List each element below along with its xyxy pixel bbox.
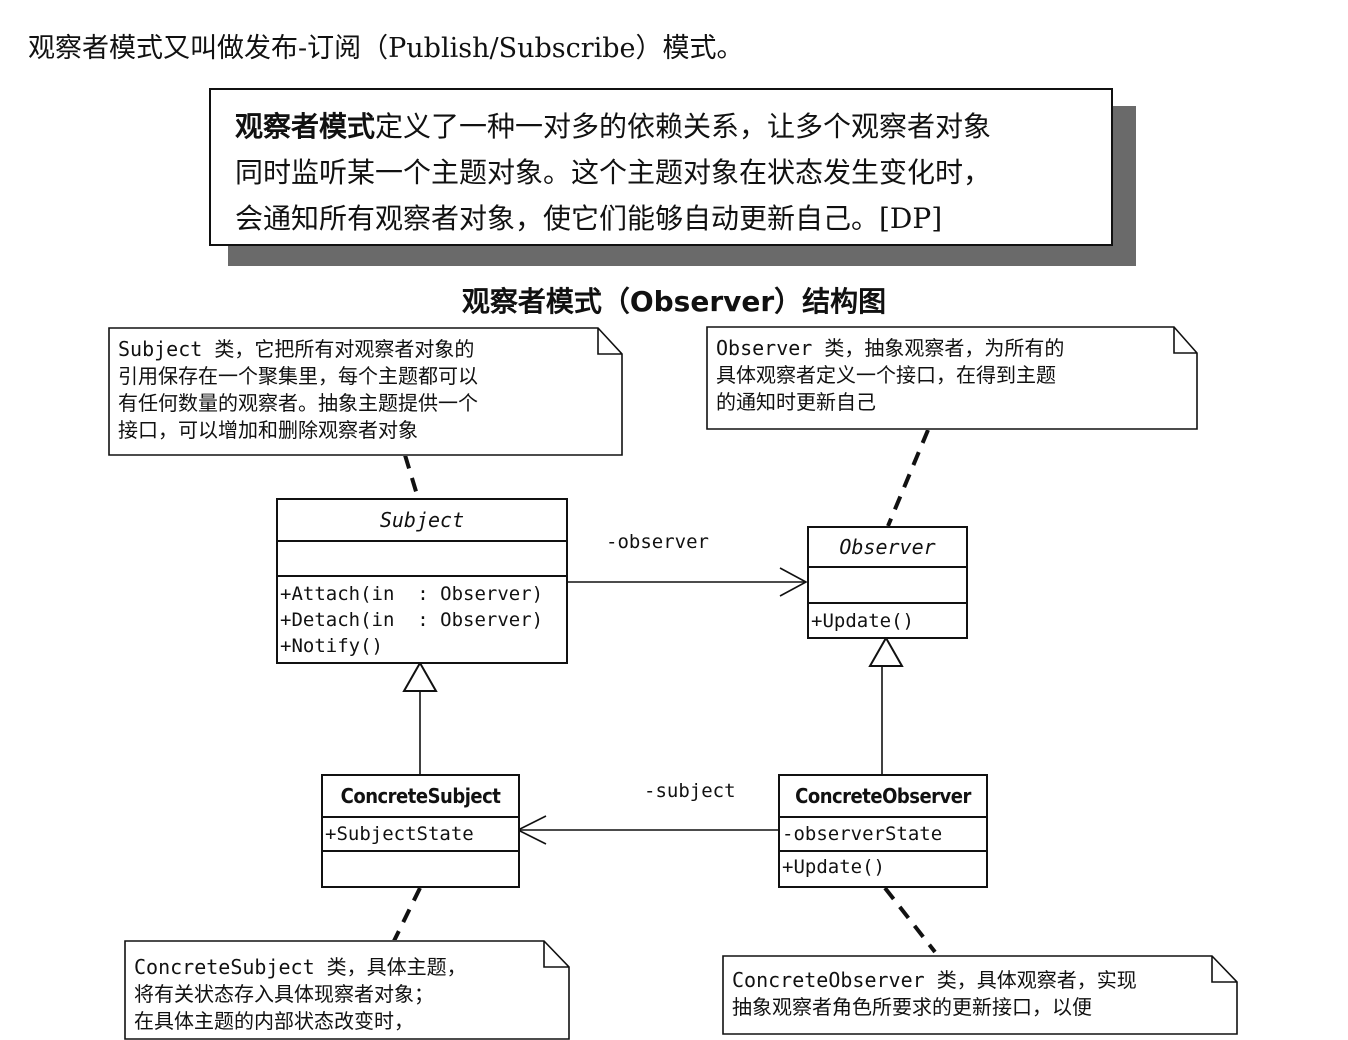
concrete-subject-class-name: ConcreteSubject (323, 776, 518, 818)
observer-note: Observer 类，抽象观察者，为所有的 具体观察者定义一个接口，在得到主题 … (706, 326, 1198, 430)
association-arrowhead-observer (779, 567, 808, 597)
association-label-subject: -subject (644, 780, 736, 802)
inheritance-triangle-subject (402, 660, 438, 692)
subject-operation: +Notify() (280, 635, 383, 657)
subject-note: Subject 类，它把所有对观察者对象的 引用保存在一个聚集里，每个主题都可以… (108, 327, 623, 456)
note-frame (108, 327, 623, 456)
observer-operation: +Update() (811, 610, 914, 632)
observer-note-line: 具体观察者定义一个接口，在得到主题 (716, 363, 1056, 387)
subject-note-line: 引用保存在一个聚集里，每个主题都可以 (118, 364, 478, 388)
subject-note-line: 有任何数量的观察者。抽象主题提供一个 (118, 391, 478, 415)
subject-operation: +Detach(in : Observer) (280, 609, 544, 631)
diagram-title: 观察者模式（Observer）结构图 (461, 285, 887, 318)
observer-note-anchor (886, 429, 930, 527)
concrete-observer-attribute: -observerState (782, 823, 943, 845)
concrete-subject-note-line: ConcreteSubject 类，具体主题， (134, 955, 467, 979)
subject-class-name: Subject (278, 500, 566, 542)
observer-note-line: 的通知时更新自己 (716, 390, 876, 414)
definition-line-2: 同时监听某一个主题对象。这个主题对象在状态发生变化时， (235, 156, 992, 189)
subject-note-line: Subject 类，它把所有对观察者对象的 (118, 337, 475, 361)
concrete-subject-note: ConcreteSubject 类，具体主题， 将有关状态存入具体现察者对象； … (124, 940, 570, 1040)
definition-term: 观察者模式 (235, 110, 376, 143)
inheritance-triangle-observer (868, 635, 904, 667)
concrete-subject-note-anchor (390, 887, 422, 946)
definition-line-3: 会通知所有观察者对象，使它们能够自动更新自己。[DP] (235, 202, 943, 235)
subject-operation: +Attach(in : Observer) (280, 583, 544, 605)
subject-note-anchor (403, 454, 420, 499)
association-arrowhead-subject (516, 815, 547, 845)
observer-class-name: Observer (809, 528, 966, 568)
concrete-subject-attribute: +SubjectState (325, 823, 474, 845)
definition-line-1-rest: 定义了一种一对多的依赖关系，让多个观察者对象 (375, 110, 992, 143)
observer-note-line: Observer 类，抽象观察者，为所有的 (716, 336, 1065, 360)
concrete-observer-operation: +Update() (782, 856, 885, 878)
concrete-observer-class-name: ConcreteObserver (780, 776, 986, 818)
note-frame (706, 326, 1198, 430)
subject-class: Subject +Attach(in : Observer) +Detach(i… (276, 498, 568, 664)
intro-text: 观察者模式又叫做发布-订阅（Publish/Subscribe）模式。 (28, 33, 744, 64)
subject-class-attributes (278, 542, 566, 577)
concrete-observer-note-anchor (883, 886, 937, 954)
concrete-observer-note-line: ConcreteObserver 类，具体观察者，实现 (732, 968, 1137, 992)
concrete-observer-class-attributes: -observerState (780, 818, 986, 852)
concrete-observer-note: ConcreteObserver 类，具体观察者，实现 抽象观察者角色所要求的更… (722, 955, 1238, 1035)
observer-class-operations: +Update() (809, 604, 966, 634)
concrete-observer-note-line: 抽象观察者角色所要求的更新接口，以便 (732, 995, 1092, 1019)
concrete-subject-class: ConcreteSubject +SubjectState (321, 774, 520, 888)
subject-class-operations: +Attach(in : Observer) +Detach(in : Obse… (278, 577, 566, 659)
concrete-observer-class-operations: +Update() (780, 852, 986, 880)
association-label-observer: -observer (606, 531, 709, 553)
observer-class: Observer +Update() (807, 526, 968, 639)
concrete-subject-note-line: 在具体主题的内部状态改变时， (134, 1009, 414, 1033)
subject-note-line: 接口，可以增加和删除观察者对象 (118, 418, 418, 442)
definition-line-1: 观察者模式定义了一种一对多的依赖关系，让多个观察者对象 (235, 104, 1091, 150)
concrete-subject-note-line: 将有关状态存入具体现察者对象； (134, 982, 434, 1006)
concrete-subject-class-attributes: +SubjectState (323, 818, 518, 852)
observer-class-attributes (809, 568, 966, 604)
definition-box: 观察者模式定义了一种一对多的依赖关系，让多个观察者对象 同时监听某一个主题对象。… (209, 88, 1113, 246)
concrete-observer-class: ConcreteObserver -observerState +Update(… (778, 774, 988, 888)
